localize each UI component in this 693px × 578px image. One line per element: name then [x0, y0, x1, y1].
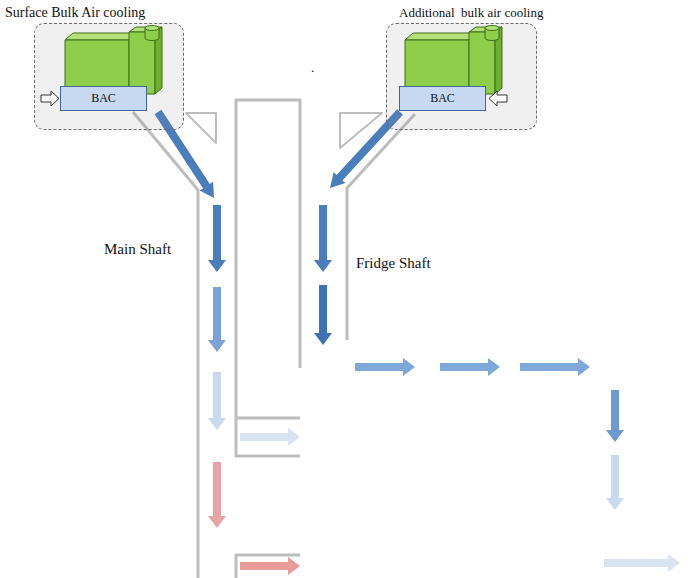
warm-air-arrow: [240, 557, 300, 575]
main-shaft-branch: [236, 418, 300, 456]
unit-label: BAC: [91, 91, 116, 105]
main-shaft-wall: [236, 555, 300, 578]
fridge-shaft-wall: [236, 100, 300, 418]
main-shaft-wall: [133, 112, 198, 578]
air-intake-arrow: [489, 91, 507, 106]
airflow-arrow: [208, 372, 226, 430]
cooling-plant-group: Surface Bulk Air coolingBAC: [34, 23, 184, 130]
airflow-arrow: [606, 390, 624, 442]
plant-cylinder-top: [145, 26, 159, 31]
stray-mark: .: [311, 60, 314, 76]
plant-top: [405, 33, 477, 40]
shaft-collar: [186, 113, 216, 143]
airflow-arrow: [314, 285, 332, 345]
plant-front: [469, 32, 495, 94]
plant-front: [129, 32, 155, 94]
airflow-arrow: [440, 358, 500, 376]
warm-air-arrow: [208, 462, 226, 528]
fridge-shaft-wall: [347, 114, 415, 340]
group-heading: Surface Bulk Air cooling: [5, 5, 145, 22]
refrigeration-plant: [387, 24, 538, 131]
unit-label: BAC: [430, 91, 455, 105]
group-heading: Additional bulk air cooling: [399, 5, 543, 21]
airflow-arrow: [208, 205, 226, 272]
airflow-arrow: [240, 428, 300, 446]
plant-cylinder-top: [485, 26, 499, 31]
airflow-arrow: [606, 455, 624, 510]
airflow-arrow: [604, 554, 680, 572]
shaft-walls: [133, 100, 415, 578]
shaft-label: Main Shaft: [104, 240, 171, 258]
shaft-label: Fridge Shaft: [356, 254, 431, 272]
plant-body: [65, 26, 162, 95]
airflow-arrow: [520, 358, 590, 376]
air-intake-arrow: [41, 91, 59, 106]
plant-top: [65, 33, 137, 40]
plant-front: [405, 40, 469, 88]
bac-unit: BAC: [399, 86, 486, 111]
plant-body: [405, 26, 502, 95]
airflow-arrows: [155, 109, 680, 575]
plant-front: [65, 40, 129, 88]
airflow-arrow: [355, 358, 415, 376]
bac-unit: BAC: [60, 86, 147, 111]
airflow-arrow: [208, 287, 226, 352]
airflow-arrow: [314, 205, 332, 272]
refrigeration-plant: [35, 24, 185, 131]
cooling-plant-group: Additional bulk air coolingBAC: [386, 23, 537, 130]
